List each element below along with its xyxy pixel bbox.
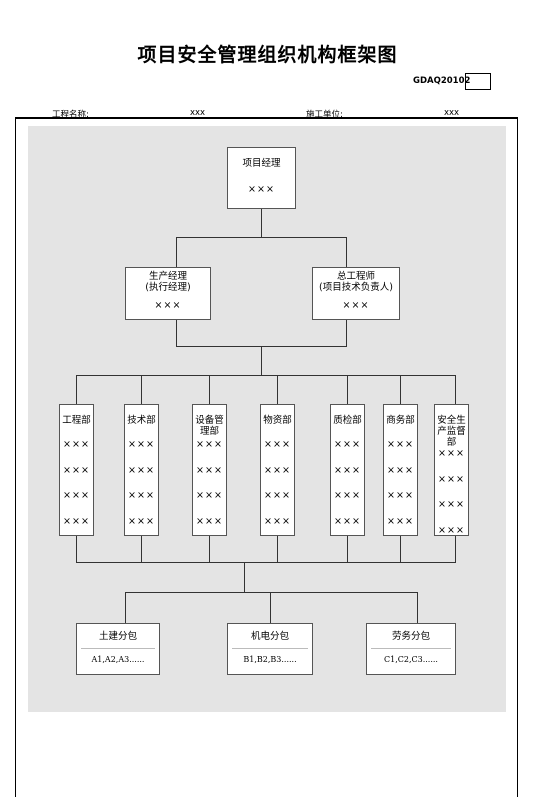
department-staff: ××× (387, 490, 414, 501)
subcontract-box: 劳务分包 C1,C2,C3...... (366, 623, 456, 675)
department-staff: ××× (387, 515, 414, 527)
department-staff: ××× (63, 515, 90, 527)
department-staff: ××× (128, 464, 155, 476)
subcontract-items: A1,A2,A3...... (91, 655, 145, 664)
project-name-label: 工程名称: (52, 110, 89, 120)
department-staff: ××× (334, 515, 361, 527)
project-manager-box: 项目经理 ××× (227, 147, 296, 209)
department-name: 设备管理部 (195, 415, 224, 437)
chief-engineer-box: 总工程师 (项目技术负责人) ××× (312, 267, 400, 320)
project-name-value: xxx (190, 108, 206, 118)
department-staff: ××× (196, 515, 223, 527)
chief-engineer-name: ××× (342, 300, 370, 311)
department-staff: ××× (334, 464, 361, 476)
department-staff: ××× (438, 499, 465, 510)
production-manager-subtitle: (执行经理) (145, 282, 191, 293)
department-box: 商务部 ××× ××× ××× ××× (383, 404, 418, 536)
department-staff: ××× (128, 515, 155, 527)
chief-engineer-title: 总工程师 (336, 271, 375, 282)
department-staff: ××× (438, 448, 465, 459)
department-staff: ××× (63, 439, 90, 450)
production-manager-name: ××× (154, 300, 182, 311)
department-staff: ××× (128, 439, 155, 450)
production-manager-box: 生产经理 (执行经理) ××× (125, 267, 211, 320)
department-staff: ××× (196, 490, 223, 501)
department-staff: ××× (264, 490, 291, 501)
department-staff: ××× (334, 490, 361, 501)
department-box: 质检部 ××× ××× ××× ××× (330, 404, 365, 536)
contractor-value: xxx (444, 108, 460, 118)
project-manager-title: 项目经理 (242, 158, 281, 169)
department-box: 物资部 ××× ××× ××× ××× (260, 404, 295, 536)
subcontract-box: 机电分包 B1,B2,B3...... (227, 623, 313, 675)
chief-engineer-subtitle: (项目技术负责人) (319, 282, 393, 293)
department-staff: ××× (196, 439, 223, 450)
department-box: 技术部 ××× ××× ××× ××× (124, 404, 159, 536)
code-input-box[interactable] (465, 73, 491, 90)
department-name: 工程部 (62, 415, 91, 426)
department-name: 质检部 (333, 415, 362, 426)
department-staff: ××× (264, 439, 291, 450)
department-staff: ××× (438, 524, 465, 536)
department-staff: ××× (264, 464, 291, 476)
production-manager-title: 生产经理 (148, 271, 187, 282)
contractor-label: 施工单位: (306, 110, 343, 120)
department-box: 安全生产监督部×××××××××××× (434, 404, 469, 536)
page-title: 项目安全管理组织机构框架图 (137, 44, 398, 66)
department-name: 商务部 (386, 415, 415, 426)
department-staff: ××× (63, 464, 90, 476)
department-staff: ××× (334, 439, 361, 450)
subcontract-items: C1,C2,C3...... (384, 655, 438, 664)
subcontract-name: 机电分包 (232, 626, 308, 649)
department-box: 设备管理部 ××× ××× ××× ××× (192, 404, 227, 536)
department-box: 工程部 ××× ××× ××× ××× (59, 404, 94, 536)
department-staff: ××× (387, 439, 414, 450)
department-staff: ××× (196, 464, 223, 476)
department-staff: ××× (438, 473, 465, 485)
department-staff: ××× (264, 515, 291, 527)
form-frame (15, 117, 518, 797)
subcontract-items: B1,B2,B3...... (243, 655, 297, 664)
department-staff: ××× (128, 490, 155, 501)
subcontract-name: 劳务分包 (371, 626, 451, 649)
department-name: 技术部 (127, 415, 156, 426)
document-code: GDAQ20102 (413, 76, 471, 86)
department-name: 物资部 (263, 415, 292, 426)
subcontract-name: 土建分包 (81, 626, 155, 649)
department-name: 安全生产监督部 (437, 415, 466, 448)
subcontract-box: 土建分包 A1,A2,A3...... (76, 623, 160, 675)
project-manager-name: ××× (248, 184, 275, 195)
department-staff: ××× (387, 464, 414, 476)
department-staff: ××× (63, 490, 90, 501)
